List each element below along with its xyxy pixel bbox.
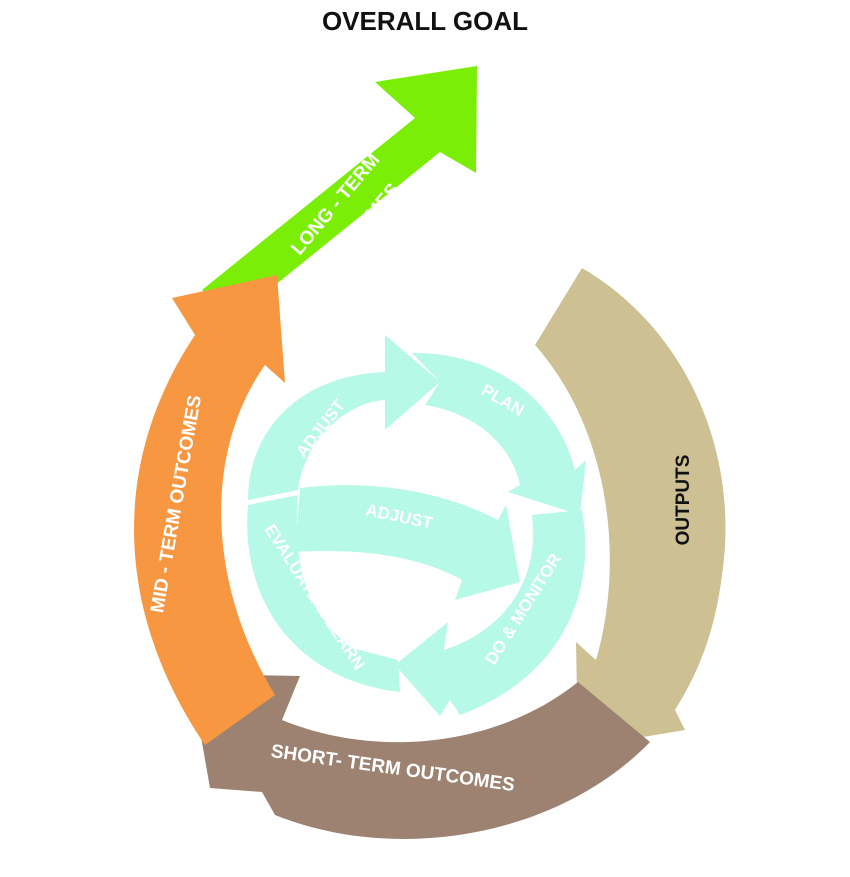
inner-adjust-center-arrow xyxy=(295,485,520,600)
long-term-outcomes-arrow xyxy=(202,66,477,315)
inner-do-monitor-arrow xyxy=(395,510,586,716)
inner-plan-arrow xyxy=(412,352,586,515)
outputs-label: OUTPUTS xyxy=(673,455,694,546)
mid-term-outcomes-arrow xyxy=(134,275,285,745)
overall-goal-title: OVERALL GOAL xyxy=(321,6,529,36)
inner-adjust-top-arrow xyxy=(248,335,440,500)
inner-evaluate-learn-arrow xyxy=(247,495,400,692)
outputs-arrow xyxy=(535,268,726,748)
short-term-outcomes-arrow xyxy=(190,674,650,839)
